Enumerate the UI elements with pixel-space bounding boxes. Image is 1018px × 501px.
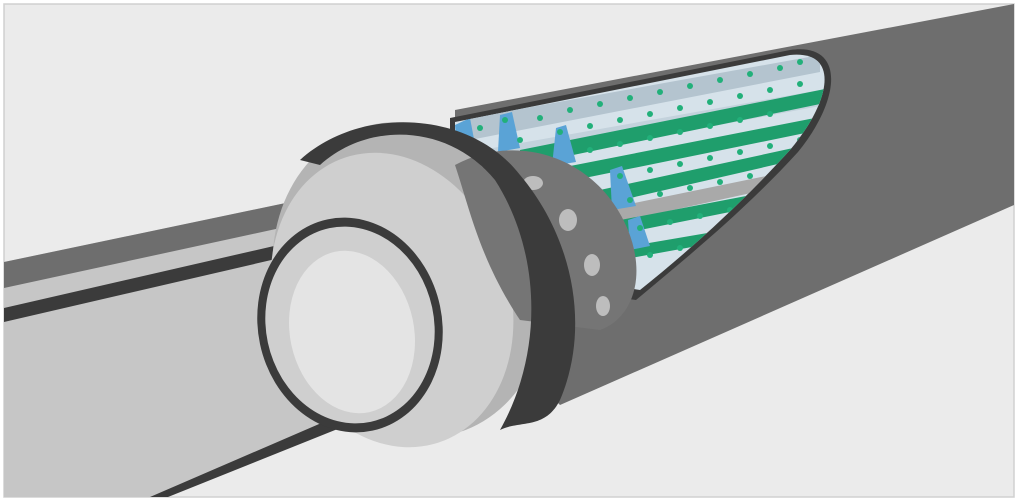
insert-dot — [687, 83, 693, 89]
insert-dot — [717, 77, 723, 83]
insert-dot — [647, 135, 653, 141]
insert-dot — [797, 81, 803, 87]
insert-dot — [687, 185, 693, 191]
insert-dot — [587, 147, 593, 153]
insert-dot — [677, 245, 683, 251]
insert-dot — [517, 137, 523, 143]
insert-dot — [502, 117, 508, 123]
insert-dot — [747, 173, 753, 179]
insert-dot — [707, 155, 713, 161]
insert-dot — [737, 117, 743, 123]
insert-dot — [677, 129, 683, 135]
insert-dot — [797, 59, 803, 65]
insert-dot — [667, 219, 673, 225]
insert-dot — [537, 115, 543, 121]
insert-dot — [587, 123, 593, 129]
insert-dot — [707, 99, 713, 105]
insert-dot — [647, 167, 653, 173]
insert-dot — [567, 107, 573, 113]
insert-dot — [737, 149, 743, 155]
insert-dot — [597, 101, 603, 107]
insert-dot — [637, 225, 643, 231]
insert-dot — [697, 213, 703, 219]
insert-dot — [677, 161, 683, 167]
collar-hole — [559, 209, 577, 231]
insert-dot — [767, 111, 773, 117]
insert-dot — [677, 105, 683, 111]
collar-hole — [584, 254, 600, 276]
insert-dot — [617, 141, 623, 147]
insert-dot — [647, 111, 653, 117]
insert-dot — [647, 252, 653, 258]
insert-dot — [767, 87, 773, 93]
insert-dot — [627, 95, 633, 101]
insert-dot — [657, 191, 663, 197]
insert-dot — [707, 123, 713, 129]
insert-dot — [737, 93, 743, 99]
collar-hole — [596, 296, 610, 316]
insert-dot — [747, 71, 753, 77]
insert-dot — [557, 129, 563, 135]
insert-dot — [617, 117, 623, 123]
insert-dot — [617, 173, 623, 179]
insert-dot — [767, 143, 773, 149]
insert-dot — [777, 65, 783, 71]
insert-dot — [657, 89, 663, 95]
insert-dot — [477, 125, 483, 131]
insert-dot — [627, 197, 633, 203]
insert-dot — [717, 179, 723, 185]
